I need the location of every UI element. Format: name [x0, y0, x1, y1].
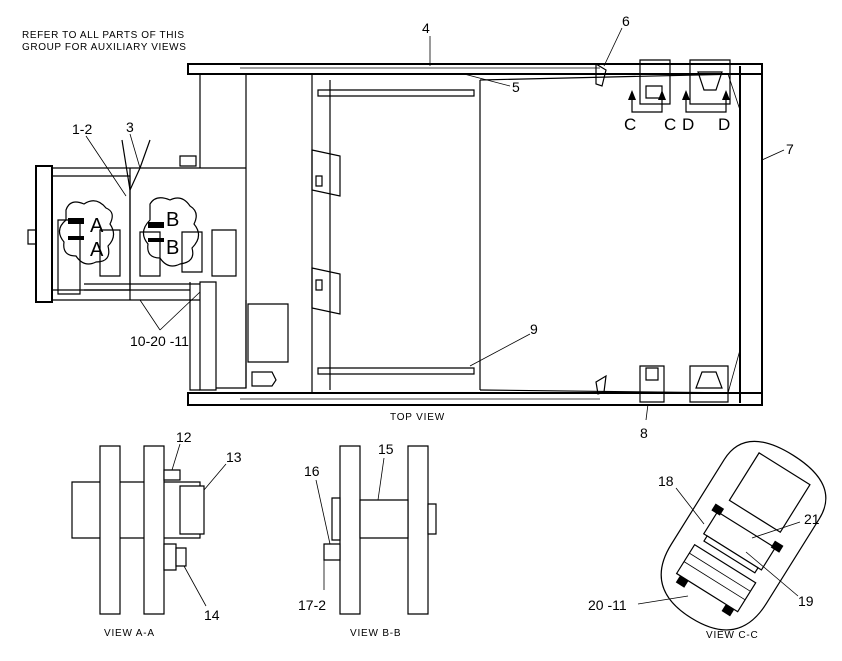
callout-18: 18 — [658, 473, 674, 489]
section-marker-d-2: D — [718, 115, 730, 134]
callout-20-11: 20 -11 — [588, 597, 627, 613]
section-marker-b-1: B — [166, 209, 179, 231]
callout-12: 12 — [176, 429, 192, 445]
callout-1-2: 1-2 — [72, 121, 92, 137]
top-view: A A B B C C D D — [27, 27, 785, 421]
left-bulkhead — [199, 74, 247, 388]
callout-10-20-11: 10-20 -11 — [130, 333, 189, 349]
view-label-c-c: VIEW C-C — [706, 630, 759, 641]
callout-8: 8 — [640, 425, 648, 441]
callout-13: 13 — [226, 449, 242, 465]
center-panel — [329, 80, 481, 390]
bottom-left-box — [247, 303, 289, 363]
view-label-a-a: VIEW A-A — [104, 628, 155, 639]
part-8-bracket — [639, 365, 665, 403]
view-cc-window — [728, 452, 811, 533]
callout-4: 4 — [422, 20, 430, 36]
section-marker-c-2: C — [664, 115, 676, 134]
bottom-left-cylinder — [251, 371, 277, 387]
section-cloud-a — [58, 200, 115, 265]
view-aa-right-plate — [143, 445, 165, 615]
view-d-bracket-top — [689, 59, 731, 105]
upper-bar — [317, 89, 475, 97]
callout-21: 21 — [804, 511, 820, 527]
part-6-bracket — [595, 62, 607, 87]
view-bb-left-plate — [339, 445, 361, 615]
callout-14: 14 — [204, 607, 220, 623]
view-cc-outline — [660, 440, 827, 631]
callout-5: 5 — [512, 79, 520, 95]
section-marker-a-2: A — [90, 239, 104, 261]
section-marker-d-1: D — [682, 115, 694, 134]
callout-16: 16 — [304, 463, 320, 479]
section-marker-b-2: B — [166, 237, 179, 259]
view-c-c — [660, 440, 827, 631]
left-box-1 — [211, 229, 237, 277]
left-end-cap — [35, 165, 53, 303]
callout-9: 9 — [530, 321, 538, 337]
view-aa-left-plate — [99, 445, 121, 615]
view-c-bracket-top — [639, 59, 671, 105]
view-b-b — [315, 445, 437, 615]
callout-3: 3 — [126, 119, 134, 135]
view-label-b-b: VIEW B-B — [350, 628, 401, 639]
view-label-top: TOP VIEW — [390, 412, 445, 423]
section-marker-c-1: C — [624, 115, 636, 134]
right-crossmember — [739, 64, 763, 405]
left-frame-lines — [52, 167, 246, 301]
callout-19: 19 — [798, 593, 814, 609]
note-line-2: GROUP FOR AUXILIARY VIEWS — [22, 42, 187, 53]
section-arrows-c: C C — [624, 90, 676, 134]
top-rail — [187, 63, 763, 75]
callout-15: 15 — [378, 441, 394, 457]
callout-7: 7 — [786, 141, 794, 157]
lower-bar — [317, 367, 475, 375]
callout-17-2: 17-2 — [298, 597, 326, 613]
view-cc-connector — [675, 543, 757, 613]
callout-6: 6 — [622, 13, 630, 29]
note-line-1: REFER TO ALL PARTS OF THIS — [22, 30, 185, 41]
view-a-a — [71, 443, 227, 615]
section-arrows-d: D D — [682, 90, 730, 134]
section-marker-a-1: A — [90, 215, 104, 237]
section-cloud-b — [142, 197, 200, 267]
view-bb-right-plate — [407, 445, 429, 615]
left-channel — [199, 281, 217, 391]
